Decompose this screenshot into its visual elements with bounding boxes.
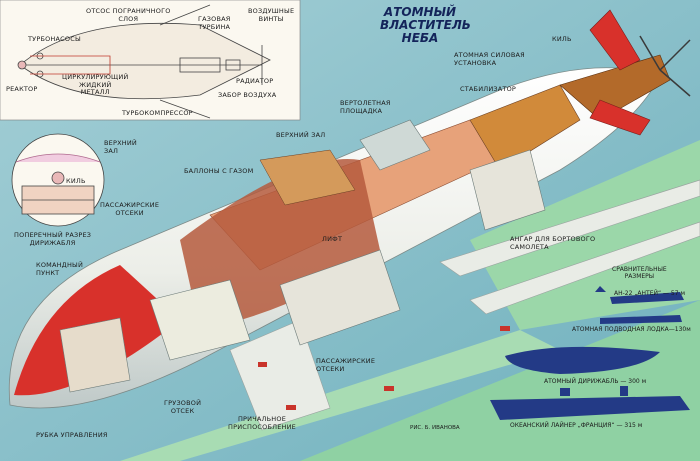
label-radiator: РАДИАТОР	[236, 77, 274, 85]
label-line: АТОМНАЯ СИЛОВАЯ	[454, 51, 525, 59]
label-stabilizer: СТАБИЛИЗАТОР	[460, 85, 517, 93]
label-turbocompressor: ТУРБОКОМПРЕССОР	[122, 109, 193, 117]
label-line: ДИРИЖАБЛЯ	[29, 238, 76, 247]
label-line: ПРИЧАЛЬНОЕ	[237, 415, 286, 423]
label-line: ВЕРХНИЙ	[104, 139, 137, 147]
label-cross-upper-hall: ВЕРХНИЙ ЗАЛ	[104, 139, 137, 155]
label-helipad: ВЕРТОЛЕТНАЯ ПЛОЩАДКА	[340, 99, 391, 115]
label-keel: КИЛЬ	[552, 35, 572, 43]
label-turbopumps: ТУРБОНАСОСЫ	[28, 35, 81, 43]
label-lift: ЛИФТ	[322, 235, 343, 243]
label-cargo: ГРУЗОВОЙ ОТСЕК	[164, 399, 202, 415]
page-title: АТОМНЫЙ ВЛАСТИТЕЛЬ НЕБА	[380, 5, 471, 45]
label-gas-turbine: ГАЗОВАЯ ТУРБИНА	[198, 15, 231, 31]
label-line: ПУНКТ	[36, 268, 60, 277]
label-line: ВИНТЫ	[258, 14, 284, 23]
label-line: ГАЗОВАЯ	[198, 15, 231, 23]
label-line: УСТАНОВКА	[454, 58, 497, 67]
pier	[229, 179, 700, 431]
label-line: ЗАЛ	[104, 146, 119, 155]
artist-credit: РИС. Б. ИВАНОВА	[410, 425, 460, 431]
label-line: МЕТАЛЛ	[80, 88, 110, 96]
comparison-item-submarine: АТОМНАЯ ПОДВОДНАЯ ЛОДКА—130м	[572, 326, 691, 333]
label-line: ТУРБИНА	[198, 22, 231, 31]
label-nuclear-plant: АТОМНАЯ СИЛОВАЯ УСТАНОВКА	[454, 51, 525, 67]
comparison-title-line: СРАВНИТЕЛЬНЫЕ	[612, 266, 667, 273]
comparison-title-line: РАЗМЕРЫ	[624, 273, 655, 280]
label-line: ЦИРКУЛИРУЮЩИЙ	[62, 73, 129, 81]
label-control-cabin: РУБКА УПРАВЛЕНИЯ	[36, 431, 108, 439]
label-propellers: ВОЗДУШНЫЕ ВИНТЫ	[248, 7, 295, 23]
label-line: САМОЛЕТА	[510, 242, 549, 251]
label-gas-cells: БАЛЛОНЫ С ГАЗОМ	[184, 167, 254, 175]
page-title-line: НЕБА	[401, 31, 439, 45]
label-hangar: АНГАР ДЛЯ БОРТОВОГО САМОЛЕТА	[510, 235, 596, 251]
label-line: ГРУЗОВОЙ	[164, 399, 202, 407]
page-title-line: ВЛАСТИТЕЛЬ	[380, 18, 471, 32]
label-line: ЖИДКИЙ	[79, 80, 112, 89]
comparison-item-airship: АТОМНЫЙ ДИРИЖАБЛЬ — 300 м	[544, 378, 647, 385]
comparison-silhouettes	[490, 286, 690, 420]
label-line: ВЕРТОЛЕТНАЯ	[340, 99, 391, 107]
label-line: ОТСОС ПОГРАНИЧНОГО	[86, 7, 171, 15]
label-command: КОМАНДНЫЙ ПУНКТ	[36, 261, 84, 277]
label-upper-hall: ВЕРХНИЙ ЗАЛ	[276, 131, 326, 139]
label-line: АНГАР ДЛЯ БОРТОВОГО	[510, 235, 596, 243]
label-line: КОМАНДНЫЙ	[36, 261, 84, 269]
label-reactor: РЕАКТОР	[6, 85, 38, 93]
comparison-item-an22: АН-22 „АНТЕЙ“ — 57 м	[614, 290, 685, 297]
airship-hull	[8, 9, 691, 409]
land-strip-2	[300, 300, 700, 461]
label-cross-caption: ПОПЕРЕЧНЫЙ РАЗРЕЗ ДИРИЖАБЛЯ	[14, 231, 92, 247]
comparison-title: СРАВНИТЕЛЬНЫЕ РАЗМЕРЫ	[612, 266, 667, 280]
label-line: ОТСЕКИ	[115, 208, 144, 217]
label-liquid-metal: ЦИРКУЛИРУЮЩИЙ ЖИДКИЙ МЕТАЛЛ	[62, 73, 129, 97]
label-passenger-decks: ПАССАЖИРСКИЕ ОТСЕКИ	[316, 357, 376, 373]
label-border-pump: ОТСОС ПОГРАНИЧНОГО СЛОЯ	[86, 7, 171, 23]
cars	[258, 326, 510, 410]
label-line: ПОПЕРЕЧНЫЙ РАЗРЕЗ	[14, 231, 92, 239]
page-title-line: АТОМНЫЙ	[383, 5, 457, 19]
label-line: СЛОЯ	[118, 14, 139, 23]
label-line: ПАССАЖИРСКИЕ	[100, 201, 160, 209]
label-cross-passenger: ПАССАЖИРСКИЕ ОТСЕКИ	[100, 201, 160, 217]
label-line: ОТСЕКИ	[316, 364, 345, 373]
comparison-item-liner: ОКЕАНСКИЙ ЛАЙНЕР „ФРАНЦИЯ“ — 315 м	[510, 422, 643, 429]
label-line: ВОЗДУШНЫЕ	[248, 7, 295, 15]
cross-section-drawing	[11, 133, 105, 227]
label-line: ОТСЕК	[170, 406, 195, 415]
label-cross-keels: КИЛЬ	[66, 177, 86, 185]
label-line: ПРИСПОСОБЛЕНИЕ	[228, 422, 296, 431]
label-line: ПАССАЖИРСКИЕ	[316, 357, 376, 365]
label-line: ПЛОЩАДКА	[340, 106, 383, 115]
schematic-drawing	[17, 4, 271, 119]
label-mooring: ПРИЧАЛЬНОЕ ПРИСПОСОБЛЕНИЕ	[228, 415, 296, 431]
land-strip-3	[120, 330, 560, 461]
label-air-intake: ЗАБОР ВОЗДУХА	[218, 91, 277, 99]
